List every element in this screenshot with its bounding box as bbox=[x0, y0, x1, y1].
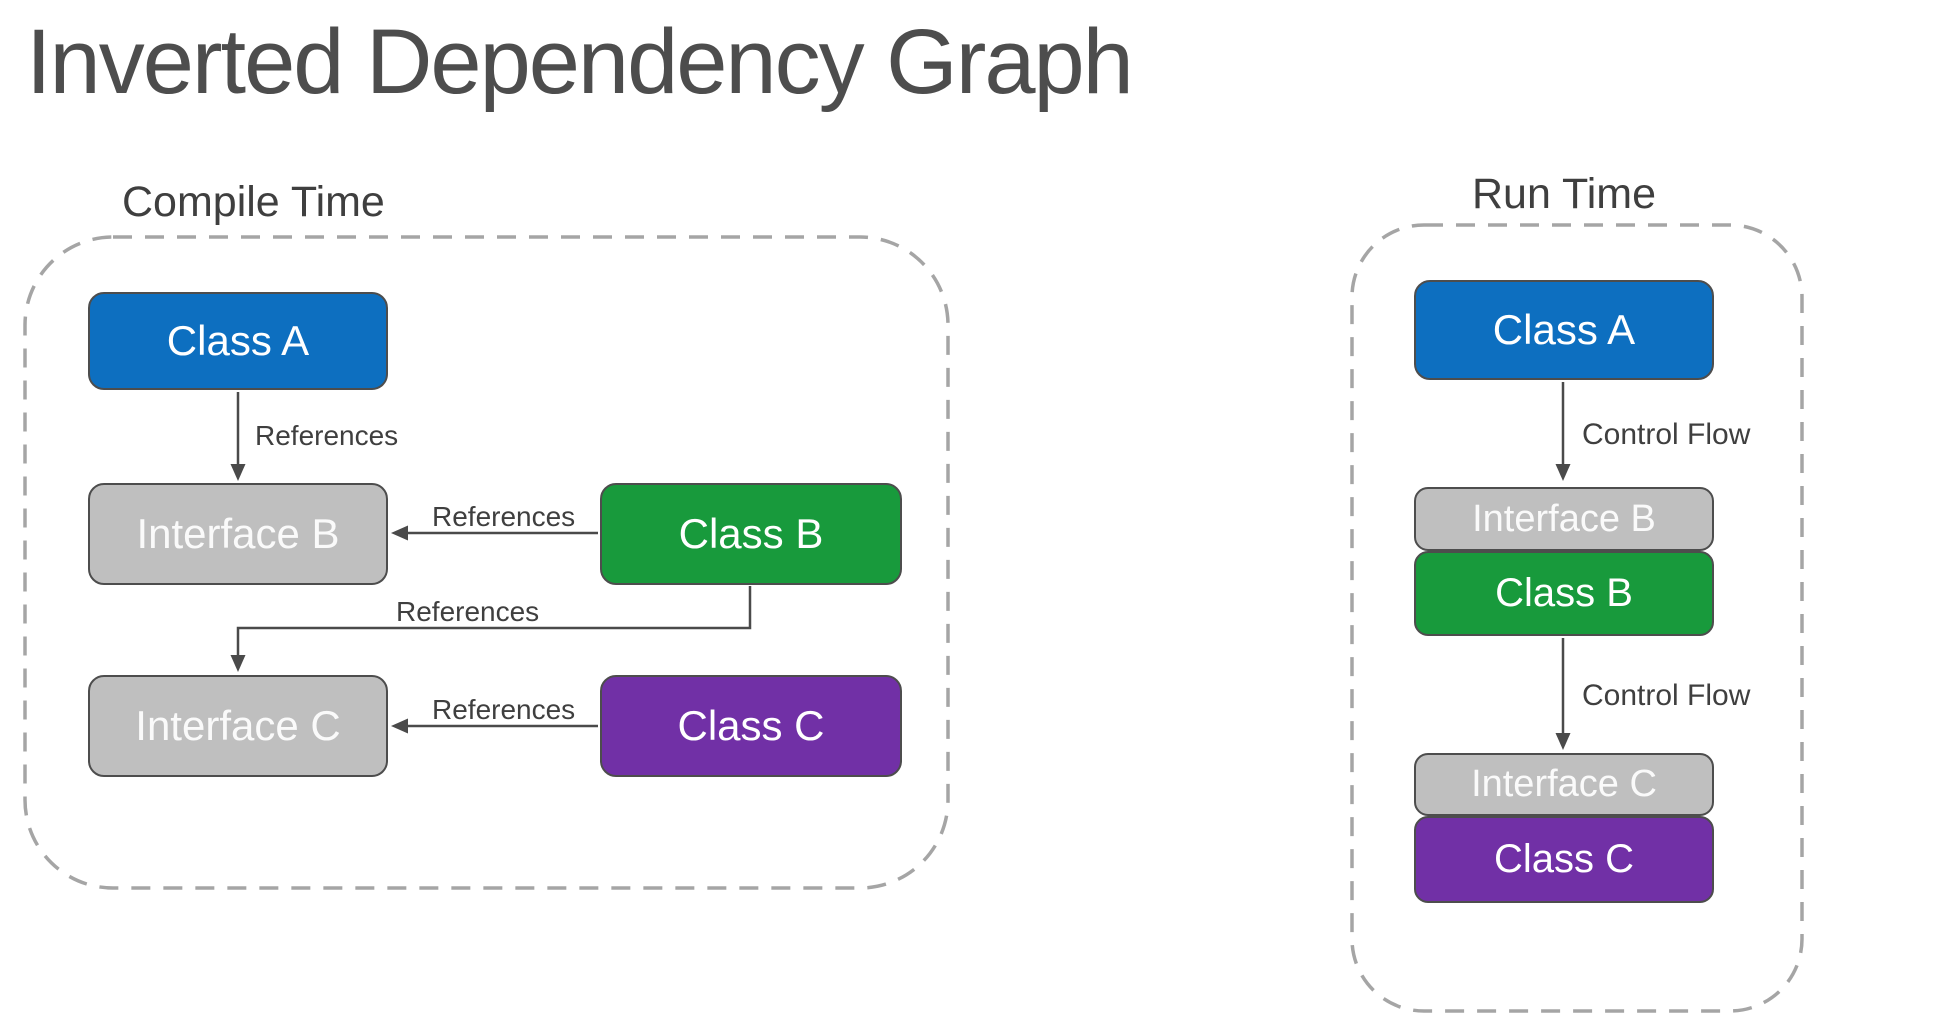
edge-label-control-flow-2: Control Flow bbox=[1582, 679, 1751, 712]
runtime-class-b-node: Class B bbox=[1414, 551, 1714, 636]
edge-label-references-4: References bbox=[432, 694, 576, 725]
compile-class-a-node: Class A bbox=[88, 292, 388, 390]
compile-class-c-node: Class C bbox=[600, 675, 902, 777]
runtime-interface-b-node: Interface B bbox=[1414, 487, 1714, 551]
compile-time-boundary bbox=[23, 235, 950, 890]
compile-time-label: Compile Time bbox=[122, 178, 385, 226]
run-time-boundary bbox=[1350, 223, 1804, 1013]
compile-class-b-node: Class B bbox=[600, 483, 902, 585]
runtime-class-c-node: Class C bbox=[1414, 816, 1714, 903]
compile-interface-c-node: Interface C bbox=[88, 675, 388, 777]
runtime-interface-c-node: Interface C bbox=[1414, 753, 1714, 816]
arrowhead-classC-interfaceC bbox=[391, 718, 408, 734]
arrowhead-rt-classA-interfaceB bbox=[1555, 464, 1571, 481]
edge-label-control-flow-1: Control Flow bbox=[1582, 418, 1751, 451]
edge-classB-interfaceC bbox=[236, 586, 752, 661]
edge-label-references-3: References bbox=[396, 596, 540, 627]
compile-interface-b-node: Interface B bbox=[88, 483, 388, 585]
arrowhead-classA-interfaceB bbox=[230, 464, 246, 481]
edge-label-references-1: References bbox=[255, 420, 399, 451]
edge-label-references-2: References bbox=[432, 501, 576, 532]
arrowhead-classB-interfaceC bbox=[230, 655, 246, 672]
page-title: Inverted Dependency Graph bbox=[26, 11, 1134, 113]
runtime-class-a-node: Class A bbox=[1414, 280, 1714, 380]
arrowhead-classB-interfaceB bbox=[391, 525, 408, 541]
run-time-label: Run Time bbox=[1472, 170, 1657, 218]
arrowhead-rt-classB-interfaceC bbox=[1555, 733, 1571, 750]
